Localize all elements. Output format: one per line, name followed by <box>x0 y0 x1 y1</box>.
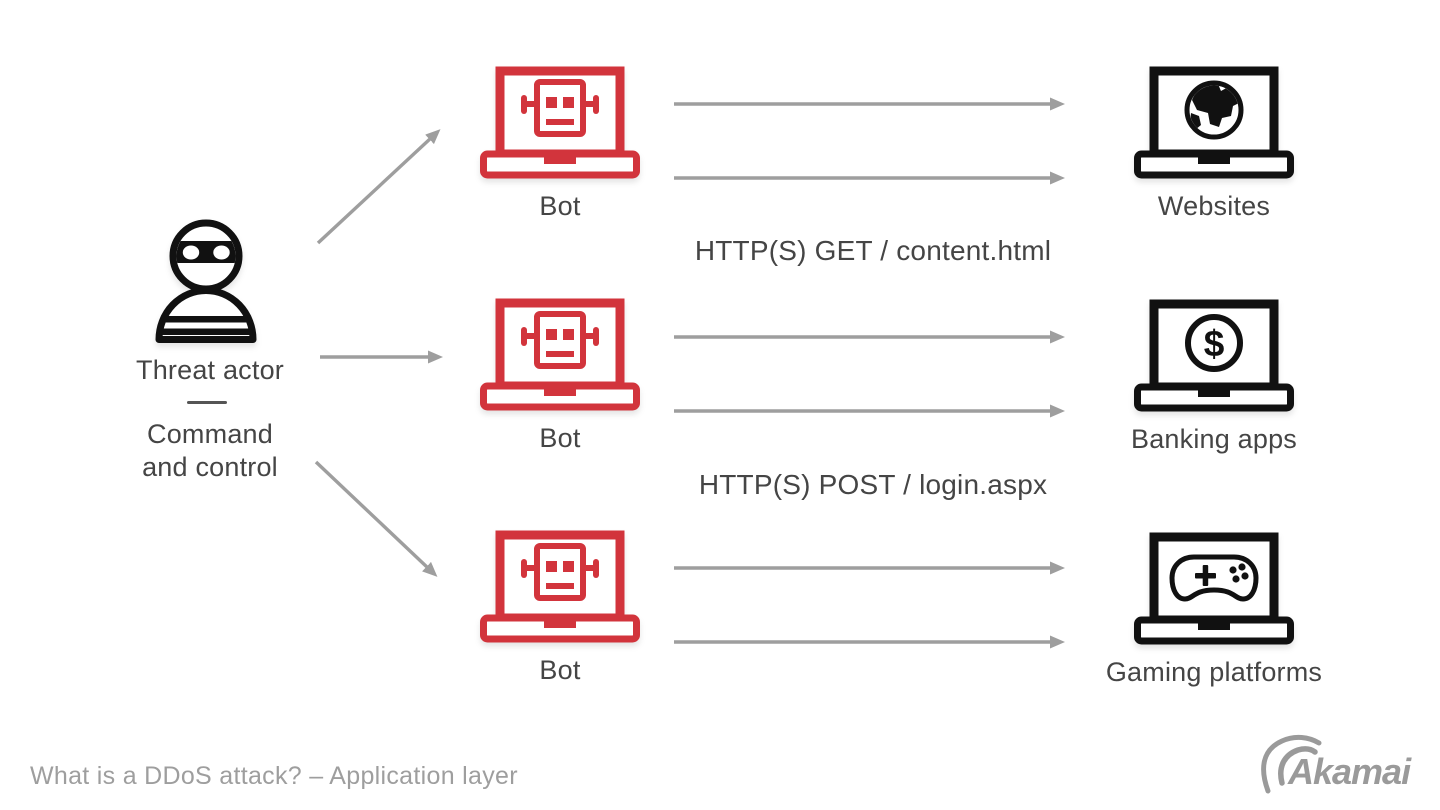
bot-label: Bot <box>539 191 581 221</box>
bot-label: Bot <box>539 423 581 453</box>
logo-swoosh-inner <box>1278 746 1318 786</box>
globe-icon <box>1184 80 1244 140</box>
dollar-glyph: $ <box>1204 323 1225 364</box>
logo-wordmark: Akamai <box>1287 751 1412 792</box>
gamepad-laptop-icon <box>1134 532 1294 645</box>
request-label-post: HTTP(S) POST / login.aspx <box>698 469 1048 500</box>
footer-caption: What is a DDoS attack? – Application lay… <box>30 762 518 790</box>
target-label-banking: Banking apps <box>1130 424 1298 454</box>
robot-face-icon <box>521 79 599 137</box>
dollar-laptop-icon: $ <box>1134 299 1294 412</box>
robot-laptop-icon <box>480 530 640 643</box>
bot-label: Bot <box>539 655 581 685</box>
target-label-gaming: Gaming platforms <box>1105 657 1323 687</box>
threat-actor-divider <box>187 401 227 404</box>
threat-actor-sublabel: Command and control <box>142 419 278 482</box>
masked-person-icon <box>155 219 257 343</box>
robot-laptop-icon <box>480 298 640 411</box>
dollar-icon: $ <box>1185 314 1243 372</box>
arrow-c2-to-bot-1 <box>316 129 441 245</box>
robot-laptop-icon <box>480 66 640 179</box>
logo-swoosh-outer <box>1261 734 1322 794</box>
target-label-websites: Websites <box>1157 191 1271 221</box>
request-label-get: HTTP(S) GET / content.html <box>694 235 1052 266</box>
robot-face-icon <box>521 311 599 369</box>
gamepad-icon <box>1169 554 1259 602</box>
globe-laptop-icon <box>1134 66 1294 179</box>
arrow-c2-to-bot-3 <box>314 460 438 577</box>
threat-actor-label: Threat actor <box>136 355 284 385</box>
robot-face-icon <box>521 543 599 601</box>
akamai-logo: Akamai <box>1261 734 1413 794</box>
